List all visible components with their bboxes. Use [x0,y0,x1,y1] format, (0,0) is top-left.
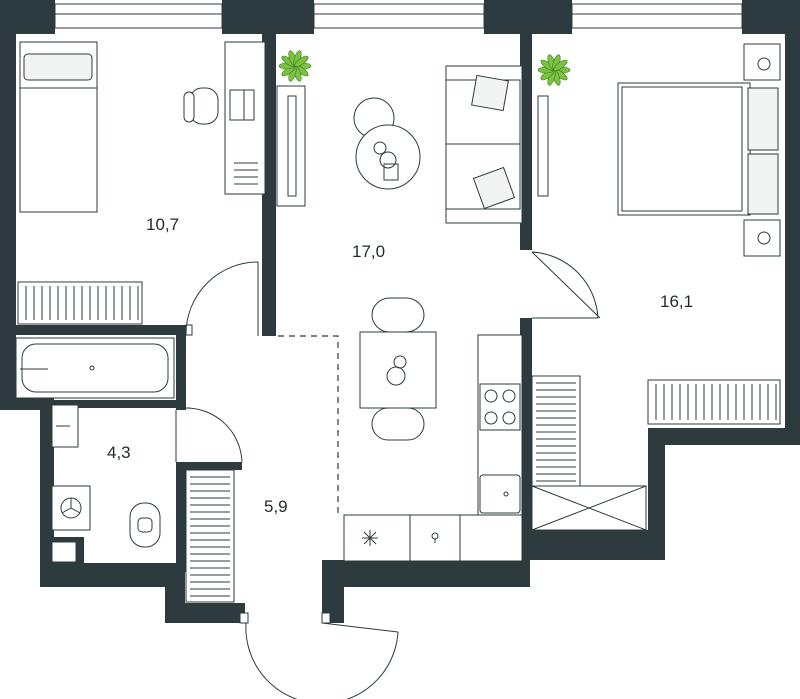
snowflake-icon [362,530,378,546]
bathroom: 4,3 [15,337,175,548]
shoe-cabinet [185,469,235,603]
balcony-storage [531,485,647,531]
plant-icon [278,50,312,82]
room-area-label: 17,0 [352,242,385,261]
bathtub-icon [15,337,175,399]
chair-icon [371,297,425,441]
table-icon [359,331,437,409]
kitchen-counter [343,334,523,562]
tv-stand [276,85,306,207]
walls [0,0,800,623]
doors [175,251,601,699]
windows [54,3,743,29]
sink-icon [51,404,79,448]
desk [224,41,266,195]
washing-machine-icon [51,485,91,531]
sink-icon [479,474,521,514]
stove-icon [479,383,521,431]
coffee-table [353,97,421,190]
sofa-icon [445,65,523,224]
bulb-icon [431,532,439,543]
room-area-label: 10,7 [146,215,179,234]
living-kitchen: 17,0 [276,50,523,562]
room-area-label: 16,1 [660,292,693,311]
radiator [17,281,143,325]
bedroom-main: 16,1 [531,43,781,531]
chair-icon [183,87,219,125]
nightstand [743,43,781,257]
plant-icon [537,54,571,86]
bed-icon [617,82,779,216]
room-area-label: 5,9 [264,497,288,516]
bed-icon [19,41,98,213]
wardrobe [531,375,581,487]
toilet-icon [129,502,161,548]
room-area-label: 4,3 [107,443,131,462]
bedroom-small: 10,7 [17,41,266,325]
radiator [647,379,781,425]
hallway: 5,9 [185,469,288,603]
